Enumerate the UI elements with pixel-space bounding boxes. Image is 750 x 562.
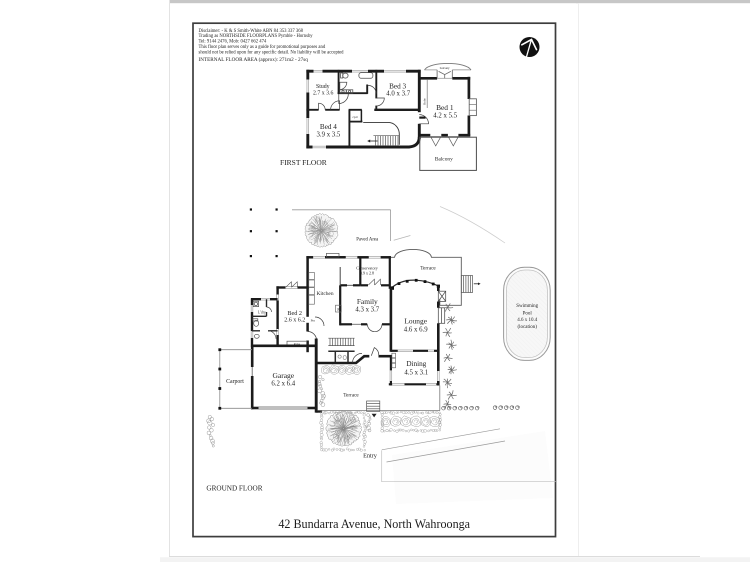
svg-text:cpd: cpd <box>353 115 358 119</box>
svg-text:Dining: Dining <box>406 360 426 368</box>
svg-text:2.6 x 6.2: 2.6 x 6.2 <box>284 318 305 324</box>
svg-text:This floor plan serves only as: This floor plan serves only as a guide f… <box>199 45 326 50</box>
svg-text:Bed 1: Bed 1 <box>436 103 454 112</box>
svg-text:FIRST FLOOR: FIRST FLOOR <box>280 158 327 167</box>
svg-text:Entry: Entry <box>363 453 378 460</box>
svg-text:GROUND FLOOR: GROUND FLOOR <box>206 484 262 492</box>
svg-text:should not be relied upon for: should not be relied upon for any specif… <box>199 50 345 55</box>
svg-text:Garage: Garage <box>272 371 294 380</box>
svg-text:4.2 x 5.5: 4.2 x 5.5 <box>433 113 457 120</box>
svg-text:Conservatory: Conservatory <box>356 265 378 270</box>
svg-text:4.3 x 3.7: 4.3 x 3.7 <box>355 306 379 313</box>
svg-text:Paved Area: Paved Area <box>356 237 379 242</box>
svg-text:Robe: Robe <box>423 98 427 105</box>
svg-text:3.9 x 3.5: 3.9 x 3.5 <box>317 132 341 139</box>
svg-text:Balcony: Balcony <box>435 157 453 163</box>
svg-text:Pty: Pty <box>311 319 316 323</box>
svg-text:2.7 x 3.6: 2.7 x 3.6 <box>313 91 333 97</box>
svg-text:Bed 4: Bed 4 <box>320 123 337 131</box>
svg-text:4.6 x 10.4: 4.6 x 10.4 <box>517 318 538 323</box>
svg-text:Robe: Robe <box>294 342 301 346</box>
svg-text:F: F <box>337 308 339 312</box>
svg-text:Disclaimer: - K & S Smith-Whi: Disclaimer: - K & S Smith-White ABN 84 3… <box>199 29 304 34</box>
svg-text:Terrace: Terrace <box>343 392 359 398</box>
svg-text:Bed 2: Bed 2 <box>287 310 302 317</box>
svg-text:3.9 x 2.8: 3.9 x 2.8 <box>360 271 374 276</box>
svg-text:Terrace: Terrace <box>420 266 436 272</box>
svg-text:Tel: 9144 2476, Mob: 0427 662: Tel: 9144 2476, Mob: 0427 662 474 <box>199 40 267 45</box>
svg-text:Swimming: Swimming <box>516 304 538 309</box>
svg-text:L’dry: L’dry <box>258 310 266 314</box>
svg-text:4.5 x 3.1: 4.5 x 3.1 <box>404 369 428 376</box>
svg-text:INTERNAL FLOOR AREA (approx):: INTERNAL FLOOR AREA (approx): 271m2 - 27… <box>199 56 309 63</box>
svg-text:4.6 x 6.9: 4.6 x 6.9 <box>404 327 428 334</box>
svg-text:Lounge: Lounge <box>404 317 427 326</box>
svg-text:6.2 x 6.4: 6.2 x 6.4 <box>271 380 295 387</box>
svg-text:Trading as NORTHSIDE FLOORPLAN: Trading as NORTHSIDE FLOORPLANS Pymble -… <box>199 34 314 39</box>
svg-text:Family: Family <box>357 297 378 306</box>
svg-text:Pool: Pool <box>523 312 533 317</box>
svg-text:(location): (location) <box>517 325 537 330</box>
svg-text:4.0 x 3.7: 4.0 x 3.7 <box>386 91 410 98</box>
svg-text:Kitchen: Kitchen <box>316 291 333 297</box>
svg-text:Carport: Carport <box>226 379 244 385</box>
svg-text:Bed 3: Bed 3 <box>389 82 406 90</box>
svg-text:Study: Study <box>316 84 330 90</box>
svg-text:balcony: balcony <box>440 66 450 70</box>
svg-text:42 Bundarra Avenue, North Wahr: 42 Bundarra Avenue, North Wahroonga <box>278 517 470 531</box>
